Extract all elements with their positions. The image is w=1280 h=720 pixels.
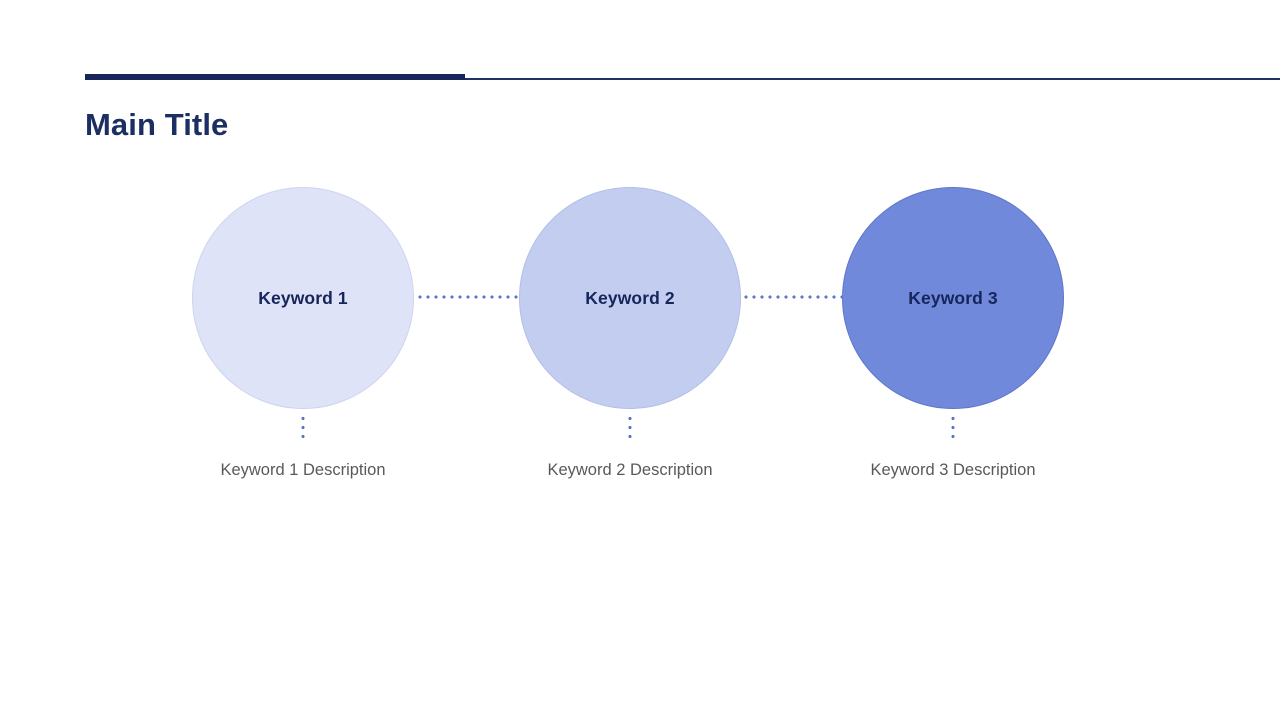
connector-dotted-horizontal-2 xyxy=(742,295,843,299)
page-title: Main Title xyxy=(85,107,229,142)
diagram-node-1[interactable]: Keyword 1 xyxy=(192,187,414,409)
diagram-node-2[interactable]: Keyword 2 xyxy=(519,187,741,409)
diagram-node-3[interactable]: Keyword 3 xyxy=(842,187,1064,409)
diagram-node-3-description: Keyword 3 Description xyxy=(870,461,1036,479)
diagram-node-2-label: Keyword 2 xyxy=(585,287,675,308)
diagram-node-1-label: Keyword 1 xyxy=(258,287,348,308)
diagram-node-2-description: Keyword 2 Description xyxy=(547,461,713,479)
header-rule-thick xyxy=(85,74,465,80)
connector-dotted-vertical-1 xyxy=(301,414,305,442)
diagram-node-3-label: Keyword 3 xyxy=(908,287,998,308)
connector-dotted-horizontal-1 xyxy=(416,295,520,299)
connector-dotted-vertical-2 xyxy=(628,414,632,442)
connector-dotted-vertical-3 xyxy=(951,414,955,442)
diagram-node-1-description: Keyword 1 Description xyxy=(220,461,386,479)
header-rule-thin xyxy=(85,78,1280,80)
